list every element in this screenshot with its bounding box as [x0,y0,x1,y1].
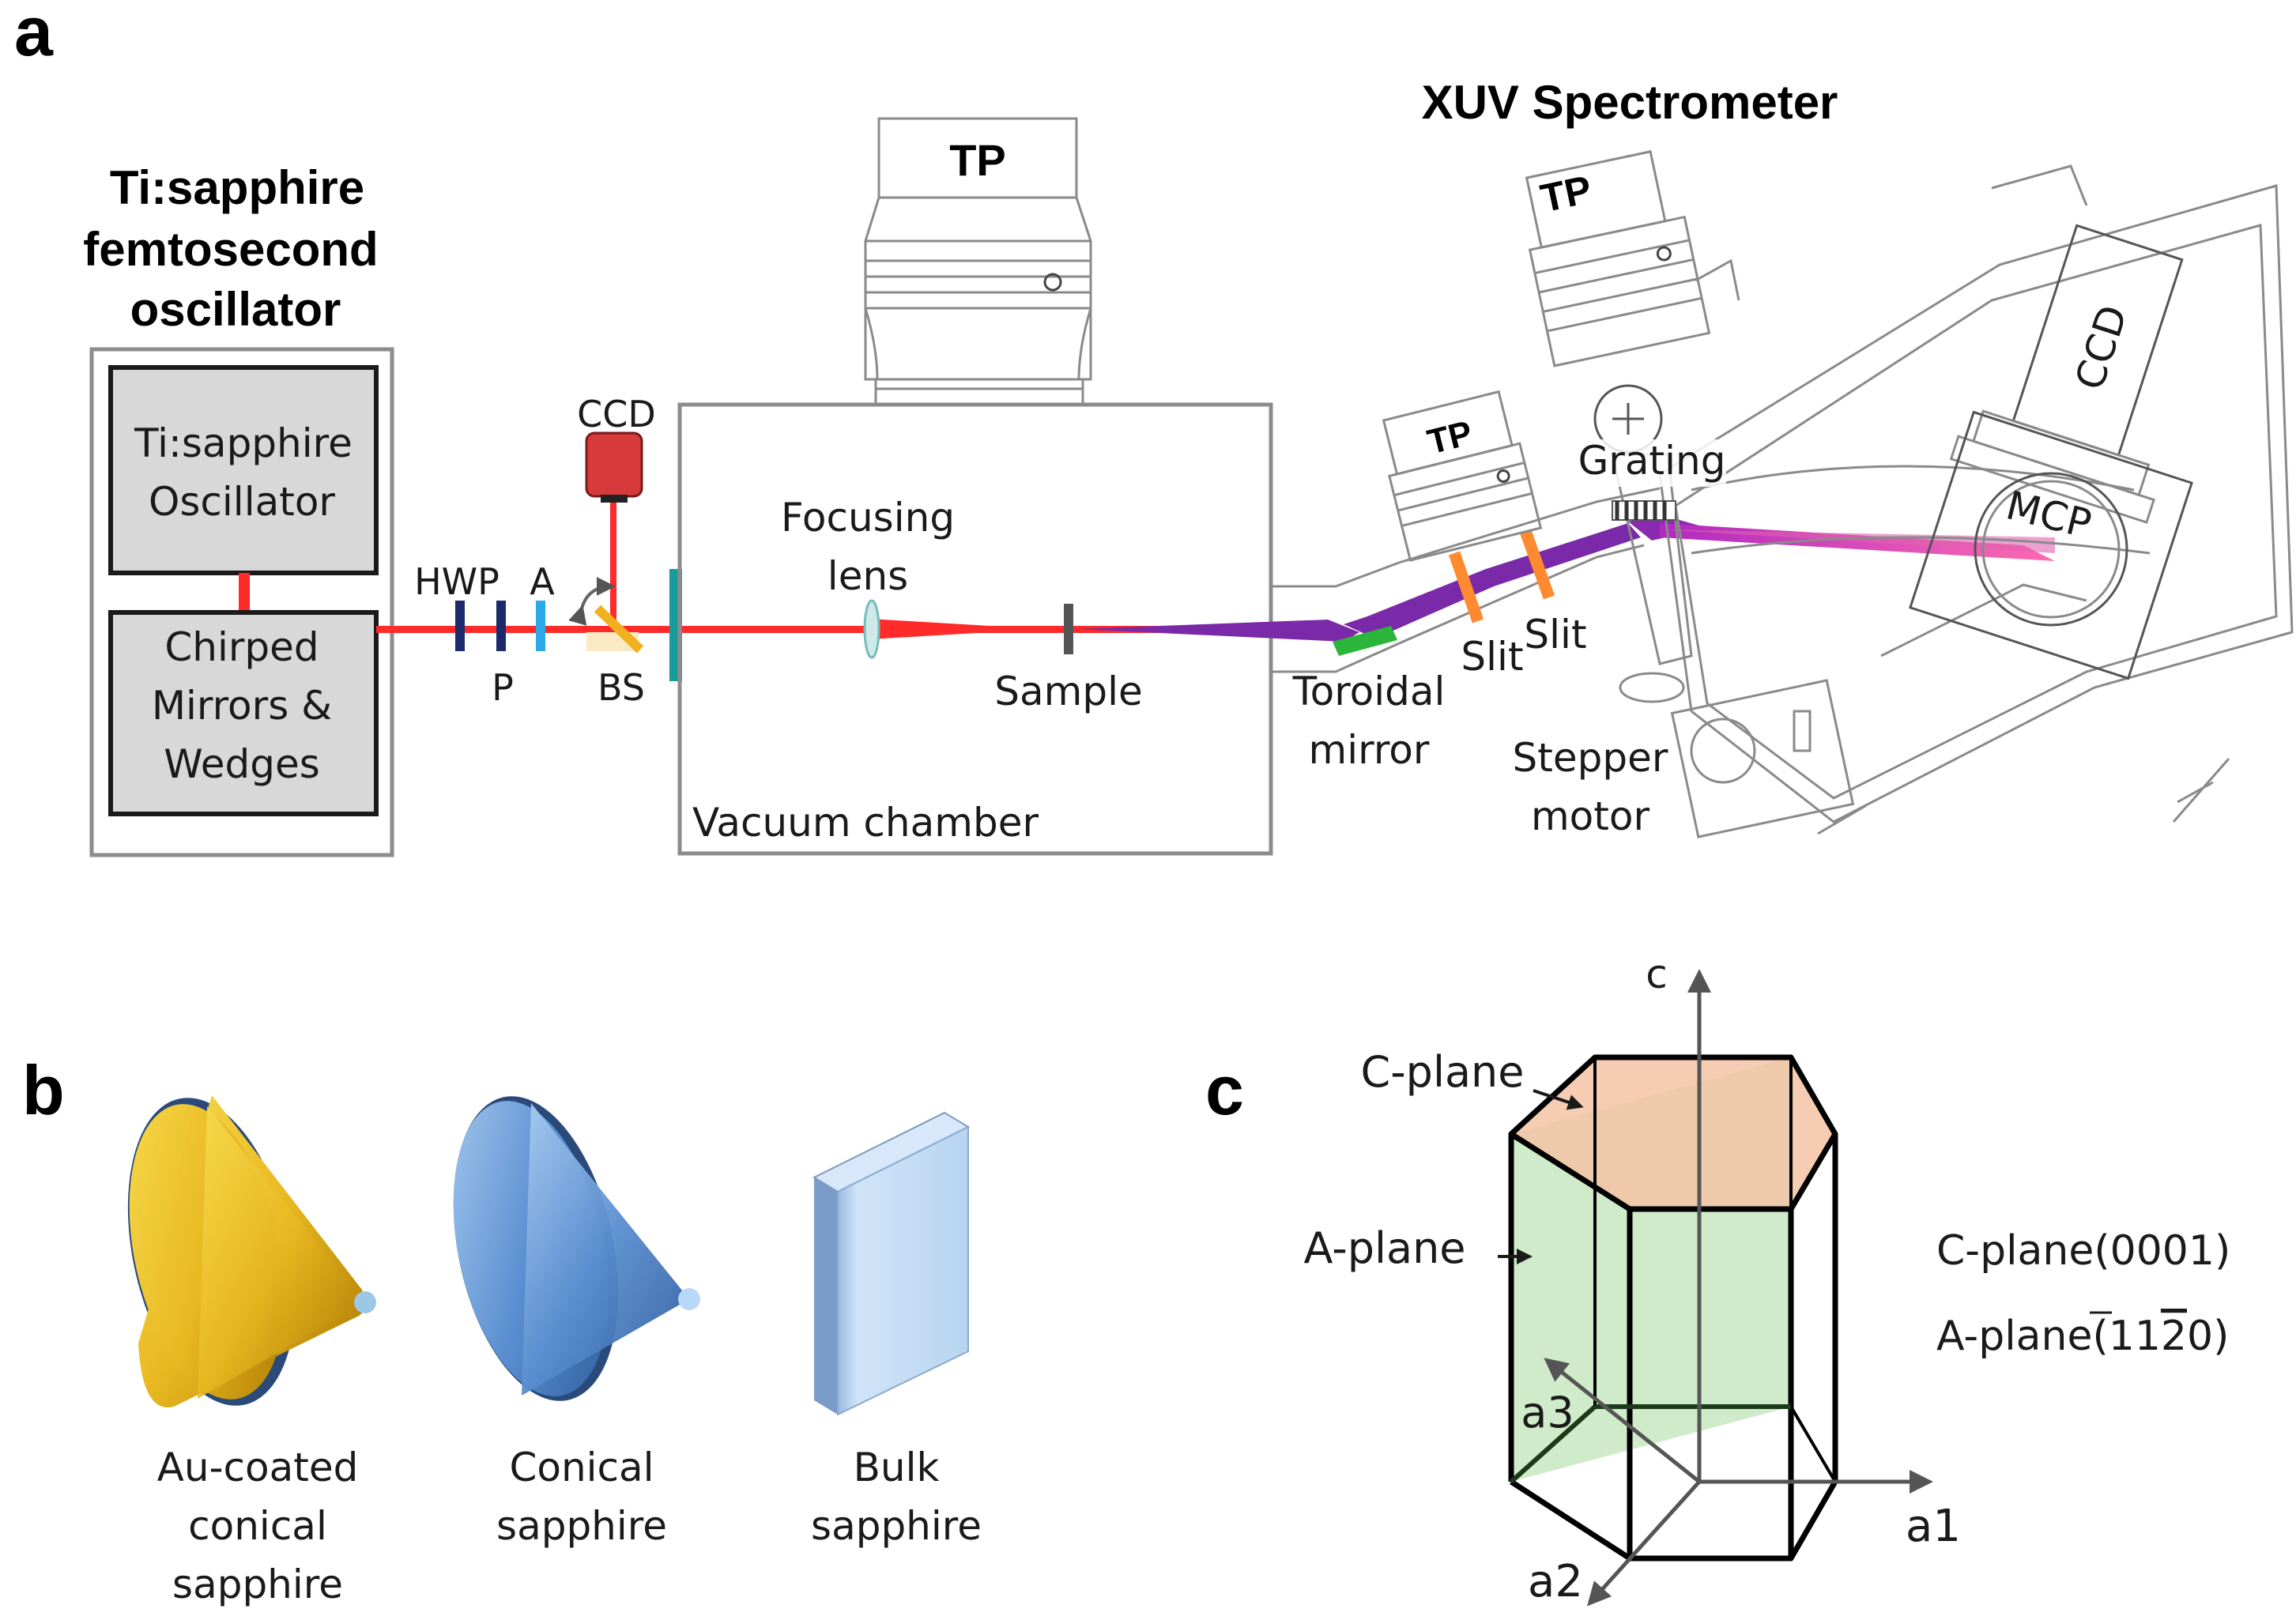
au-coated-label-3: sapphire [172,1562,343,1607]
panel-label-b: b [22,1051,65,1129]
oscillator-title-line-1: Ti:sapphire [110,161,364,214]
bulk-label-1: Bulk [854,1445,940,1490]
beam-pipe-bottom [1271,544,1645,673]
polarizer-element [496,601,506,651]
bulk-sapphire-slab [812,1111,971,1416]
vacuum-chamber-label: Vacuum chamber [692,800,1039,846]
mcp-detector [1909,410,2193,680]
bulk-label-2: sapphire [811,1503,982,1549]
axis-a3-arrow [1544,1358,1701,1483]
oscillator-title-line-3: oscillator [130,283,341,336]
oscillator-title-line-2: femtosecond [83,223,378,276]
a-plane-index-prefix: A-plane(11 [1936,1313,2161,1360]
axis-c-label: c [1646,951,1668,997]
toroidal-mirror-label-1: Toroidal [1292,669,1446,714]
stepper-motor-label-1: Stepper [1513,735,1668,781]
chirped-mirrors-label-1: Chirped [164,624,319,670]
a-plane-index-bar: 2 [2161,1313,2187,1360]
panel-a: Ti:sapphire femtosecond oscillator Ti:sa… [83,76,2294,857]
ccd-camera-small [585,431,643,498]
internal-beam [239,573,250,612]
toroidal-mirror [1333,626,1397,656]
conical-label-2: sapphire [496,1503,667,1549]
axis-a1-label: a1 [1906,1501,1961,1552]
xuv-dispersed-beam-2 [1660,529,2055,553]
grating-label: Grating [1578,438,1726,484]
c-plane-fill [1511,1057,1835,1209]
xuv-spectrometer-title: XUV Spectrometer [1422,76,1838,129]
ccd-camera-large [1949,224,2184,524]
oscillator-title: Ti:sapphire femtosecond oscillator [83,161,378,336]
a-label: A [530,560,555,603]
bs-label: BS [598,666,645,709]
tp-small-label: TP [1423,413,1476,462]
focused-beam [869,619,1043,639]
slit-2 [1519,529,1555,600]
ti-sapphire-oscillator-label-1: Ti:sapphire [134,420,353,466]
xuv-beam-1 [1076,620,1359,642]
hwp-element [455,601,465,651]
turbo-pump-main [864,117,1092,406]
tp-main-label: TP [949,135,1006,185]
ti-sapphire-oscillator-label-2: Oscillator [149,479,335,525]
chirped-mirrors-box [108,610,379,816]
hex-bottom-edges [1510,1479,1838,1562]
ti-sapphire-oscillator-box [108,365,379,575]
stepper-motor-label-2: motor [1531,793,1649,839]
panel-label-c: c [1205,1051,1244,1129]
slit-1 [1448,551,1484,624]
focusing-lens-label-1: Focusing [781,495,955,541]
hex-vertical-edges [1508,1134,1838,1558]
bs-rotation-arrow [568,577,616,626]
axis-a2-label: a2 [1528,1556,1583,1607]
c-plane-index-label: C-plane(0001) [1936,1227,2230,1275]
pickoff-beam [610,496,616,627]
a-plane-label: A-plane [1303,1223,1465,1273]
panel-label-a: a [14,0,54,70]
conical-label-1: Conical [509,1445,654,1490]
beam-pipe-top [1271,487,1661,588]
focusing-lens-label-2: lens [828,553,908,599]
c-plane-label: C-plane [1360,1047,1524,1097]
chirped-mirrors-label-2: Mirrors & [152,683,332,729]
ccd-small-label: CCD [577,393,656,435]
ccd-large-label: CCD [2067,300,2137,395]
axis-a3-label: a3 [1521,1388,1574,1437]
au-coated-label-1: Au-coated [157,1445,359,1490]
c-plane-pointer [1533,1089,1584,1110]
focusing-lens [863,599,880,659]
conical-sapphire-cone [453,1096,700,1401]
turbo-pump-small [1382,390,1543,562]
a-plane-index-label: A-plane(1120) [1936,1313,2229,1360]
a-plane-diagonal [1509,1404,1597,1484]
slit-1-label: Slit [1461,634,1523,680]
axis-a2-arrow [1586,1480,1701,1607]
turbo-pump-spectrometer [1525,150,1711,367]
au-coated-cone [127,1095,376,1407]
sample-label: Sample [994,669,1142,714]
attenuator-element [536,601,545,651]
grating-element [1612,500,1676,521]
xuv-beam-2 [1344,523,1641,639]
spectrometer-housing [1593,164,2294,838]
oscillator-enclosure [89,347,394,857]
panel-b: Au-coated conical sapphire Conical sapph… [127,1095,982,1607]
sample-element [1064,604,1073,654]
slit-2-label: Slit [1524,612,1586,657]
ccd-small-lens [601,495,628,503]
hwp-label: HWP [414,560,500,603]
au-coated-label-2: conical [188,1503,327,1549]
chirped-mirrors-label-3: Wedges [164,741,320,787]
panel-c: c a1 a2 a3 C-plane A-plane C-plane(0001)… [1303,951,2230,1607]
a-plane-index-suffix: 0) [2187,1313,2229,1360]
p-label: P [492,666,514,709]
toroidal-mirror-label-2: mirror [1309,727,1430,773]
tp-spectrometer-label: TP [1536,167,1595,220]
